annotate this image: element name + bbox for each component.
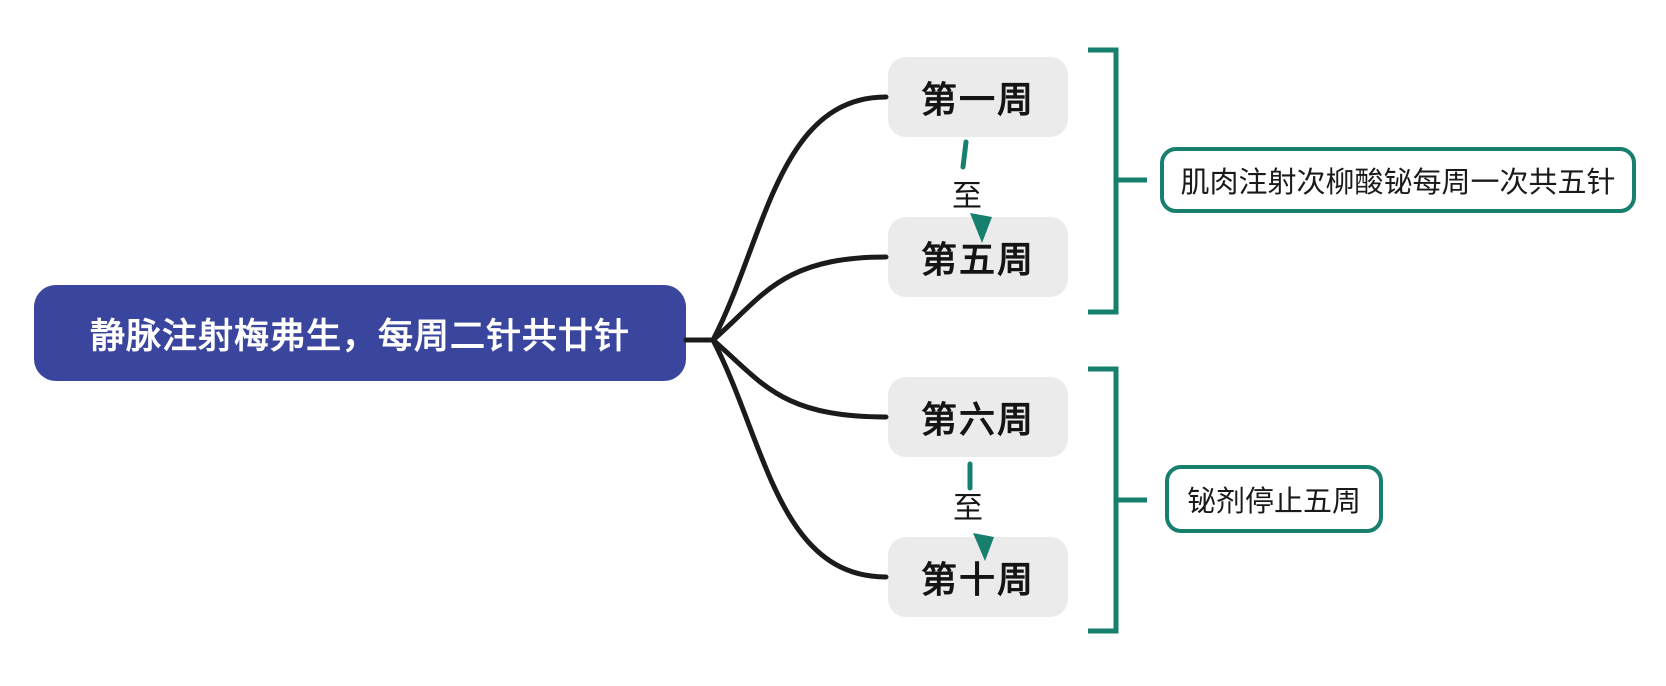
week-node-1-label: 第一周 — [920, 79, 1035, 120]
week-node-6-label: 第六周 — [920, 399, 1035, 440]
week-node-6[interactable]: 第六周 — [888, 377, 1068, 457]
curve-to-week6 — [710, 337, 889, 420]
annotation-weeks-6-10[interactable]: 铋剂停止五周 — [1165, 465, 1383, 533]
week-node-10-label: 第十周 — [920, 559, 1035, 600]
bracket-weeks-1-5 — [1088, 47, 1119, 315]
week-node-1[interactable]: 第一周 — [888, 57, 1068, 137]
curve-to-week5 — [710, 254, 889, 343]
range1-dash — [960, 139, 969, 170]
root-node-label: 静脉注射梅弗生，每周二针共廿针 — [89, 316, 630, 356]
curve-to-week1 — [710, 94, 889, 343]
week-node-5-label: 第五周 — [920, 239, 1035, 280]
annotation-weeks-1-5-label: 肌肉注射次柳酸铋每周一次共五针 — [1180, 167, 1616, 199]
bracket-weeks-6-10 — [1088, 366, 1119, 634]
annotation-weeks-6-10-label: 铋剂停止五周 — [1186, 486, 1361, 518]
week-node-10[interactable]: 第十周 — [888, 537, 1068, 617]
root-node[interactable]: 静脉注射梅弗生，每周二针共廿针 — [34, 285, 686, 381]
week-node-5[interactable]: 第五周 — [888, 217, 1068, 297]
curve-to-week10 — [710, 337, 889, 580]
annotation-weeks-1-5[interactable]: 肌肉注射次柳酸铋每周一次共五针 — [1160, 147, 1636, 213]
range2-to-label: 至 — [953, 492, 983, 525]
range1-to-label: 至 — [952, 180, 982, 213]
